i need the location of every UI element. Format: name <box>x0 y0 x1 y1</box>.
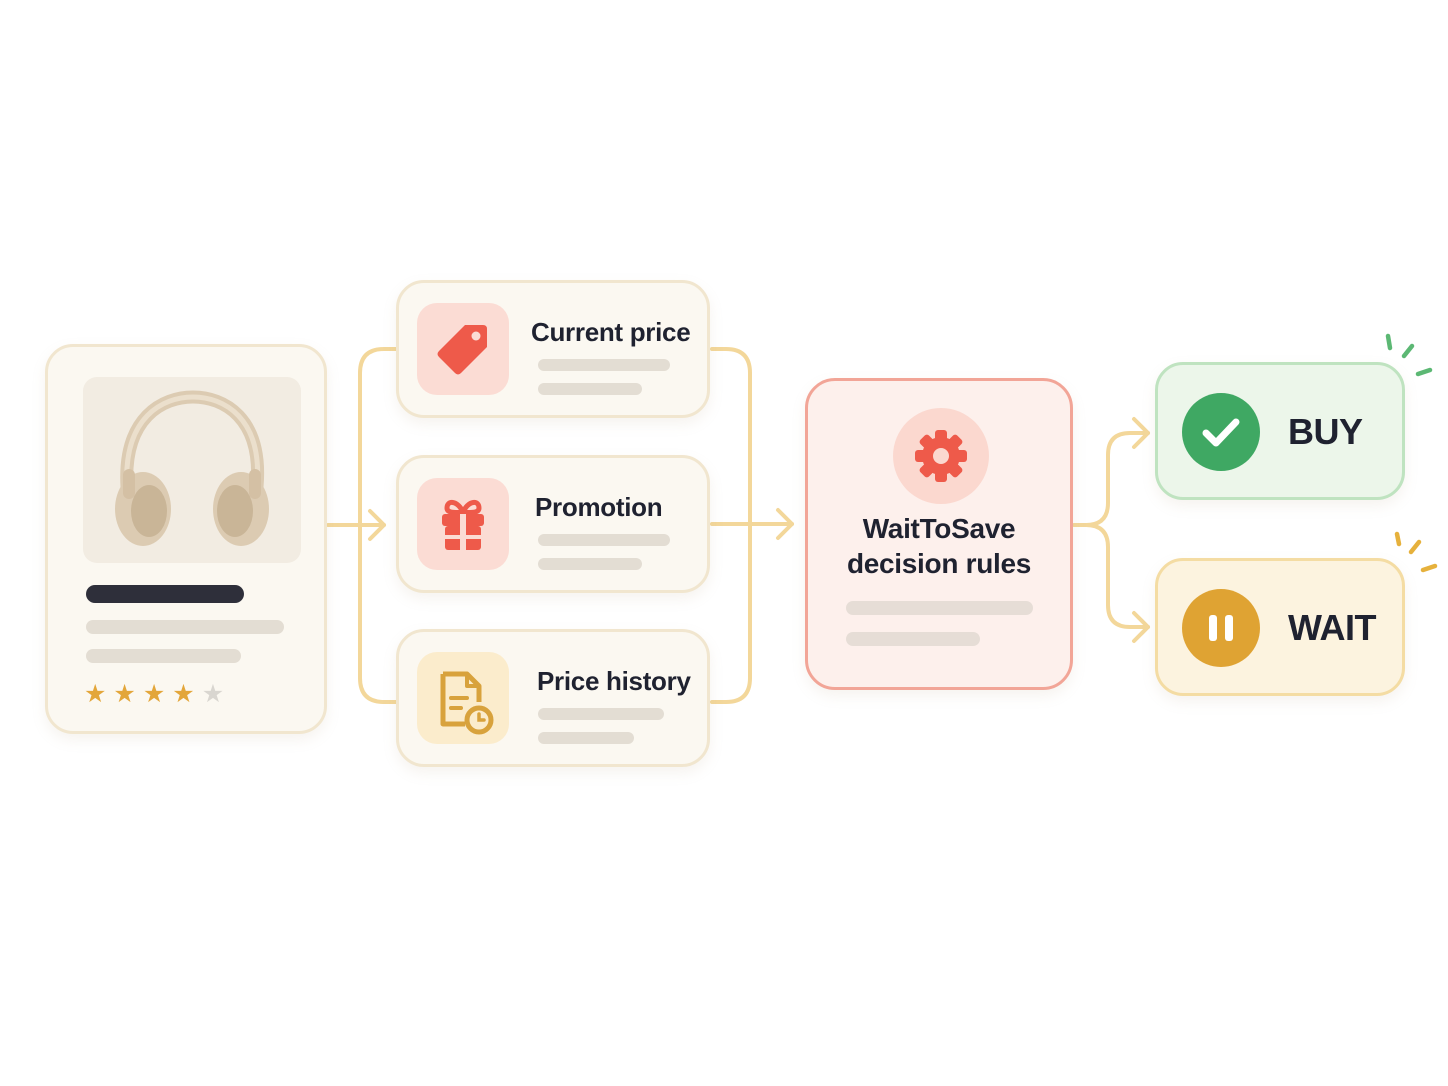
text-placeholder <box>538 534 670 546</box>
card-title: Current price <box>531 317 691 347</box>
wait-arrowhead <box>1132 611 1150 643</box>
current-price-card[interactable]: Current price <box>396 280 710 418</box>
product-card[interactable]: ★★★★★ <box>45 344 327 734</box>
star-filled-icon: ★ <box>142 680 166 708</box>
buy-outcome-card[interactable]: BUY <box>1155 362 1405 500</box>
text-placeholder <box>846 632 980 646</box>
card-title: Promotion <box>535 492 663 522</box>
price-history-card[interactable]: Price history <box>396 629 710 767</box>
wait-sparkle-icon <box>1394 531 1438 573</box>
product-title-placeholder <box>86 585 244 603</box>
star-empty-icon: ★ <box>201 680 225 708</box>
text-placeholder <box>538 558 642 570</box>
product-image <box>83 377 301 563</box>
buy-sparkle-icon <box>1385 333 1433 377</box>
text-placeholder <box>538 708 664 720</box>
buy-label: BUY <box>1288 411 1363 452</box>
checkmark-icon <box>1182 393 1260 471</box>
gift-icon <box>417 478 509 570</box>
decision-title-line1: WaitToSave <box>862 513 1016 544</box>
star-filled-icon: ★ <box>113 680 136 708</box>
product-arrowhead <box>368 509 386 541</box>
price-tag-icon <box>417 303 509 395</box>
text-placeholder <box>538 732 634 744</box>
decision-title-line2: decision rules <box>846 548 1032 579</box>
decision-rules-card[interactable]: WaitToSave decision rules <box>805 378 1073 690</box>
pause-icon <box>1182 589 1260 667</box>
right-bracket <box>710 347 752 704</box>
decision-arrowhead <box>776 508 794 540</box>
star-rating: ★★★★★ <box>84 682 224 707</box>
wait-outcome-card[interactable]: WAIT <box>1155 558 1405 696</box>
star-filled-icon: ★ <box>84 680 107 708</box>
text-placeholder <box>538 359 670 371</box>
text-placeholder <box>846 601 1033 615</box>
buy-arrowhead <box>1132 417 1150 449</box>
wait-branch <box>1084 523 1150 629</box>
text-placeholder <box>538 383 642 395</box>
gear-icon <box>893 408 989 504</box>
product-text-placeholder <box>86 620 284 634</box>
buy-branch <box>1072 431 1150 527</box>
product-text-placeholder <box>86 649 241 663</box>
wait-label: WAIT <box>1288 607 1376 648</box>
document-clock-icon <box>417 652 509 744</box>
promotion-card[interactable]: Promotion <box>396 455 710 593</box>
left-bracket <box>358 347 398 704</box>
headphones-icon <box>115 390 269 546</box>
card-title: Price history <box>537 666 691 696</box>
star-filled-icon: ★ <box>172 680 195 708</box>
